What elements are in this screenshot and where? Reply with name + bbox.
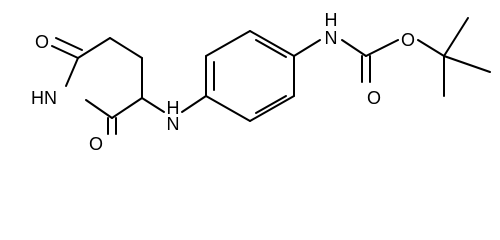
bond-c6-o-2 xyxy=(55,37,83,51)
bond-ar-6 xyxy=(205,95,251,122)
bond-c3-c2 xyxy=(111,97,143,119)
glutarimide-ring xyxy=(51,37,143,135)
bond-nh-carbonyl xyxy=(341,39,367,57)
atom-label-o-upper: O xyxy=(35,32,49,52)
bond-ar-5 xyxy=(249,95,295,122)
chemical-structure-diagram: O O HN H N H N O O xyxy=(31,10,491,154)
bond-ar-3 xyxy=(249,30,295,57)
bond-aryl-nh xyxy=(293,39,321,57)
bond-ar-2 xyxy=(205,30,251,57)
bond-nh-aryl xyxy=(181,95,207,113)
bond-c5-c4 xyxy=(109,37,143,59)
bond-tbu-me-2 xyxy=(443,55,491,73)
bond-c2-n1 xyxy=(85,99,113,119)
bond-n1-c6 xyxy=(65,57,79,87)
bond-c6-c5 xyxy=(77,37,111,59)
atom-label-n-carbamate: N xyxy=(325,28,338,48)
bond-carbonyl-ester-o xyxy=(365,39,399,57)
atom-label-o-lower: O xyxy=(89,134,103,154)
atom-label-o-ester: O xyxy=(401,30,415,50)
bond-ester-o-tbu xyxy=(417,39,445,57)
bond-c6-o-1 xyxy=(51,45,79,59)
atom-label-hn-ring: HN xyxy=(31,88,57,108)
bond-ar-inner-2 xyxy=(255,39,287,58)
bond-tbu-me-1 xyxy=(443,17,469,57)
bond-c3-nh xyxy=(141,97,165,113)
benzene-ring xyxy=(205,30,295,122)
bond-ar-inner-3 xyxy=(255,95,287,114)
atom-label-o-carbonyl: O xyxy=(367,88,381,108)
atom-label-n-amine: N xyxy=(167,114,180,134)
atom-label-h-amine: H xyxy=(167,98,180,118)
atom-label-h-carbamate: H xyxy=(325,10,338,30)
